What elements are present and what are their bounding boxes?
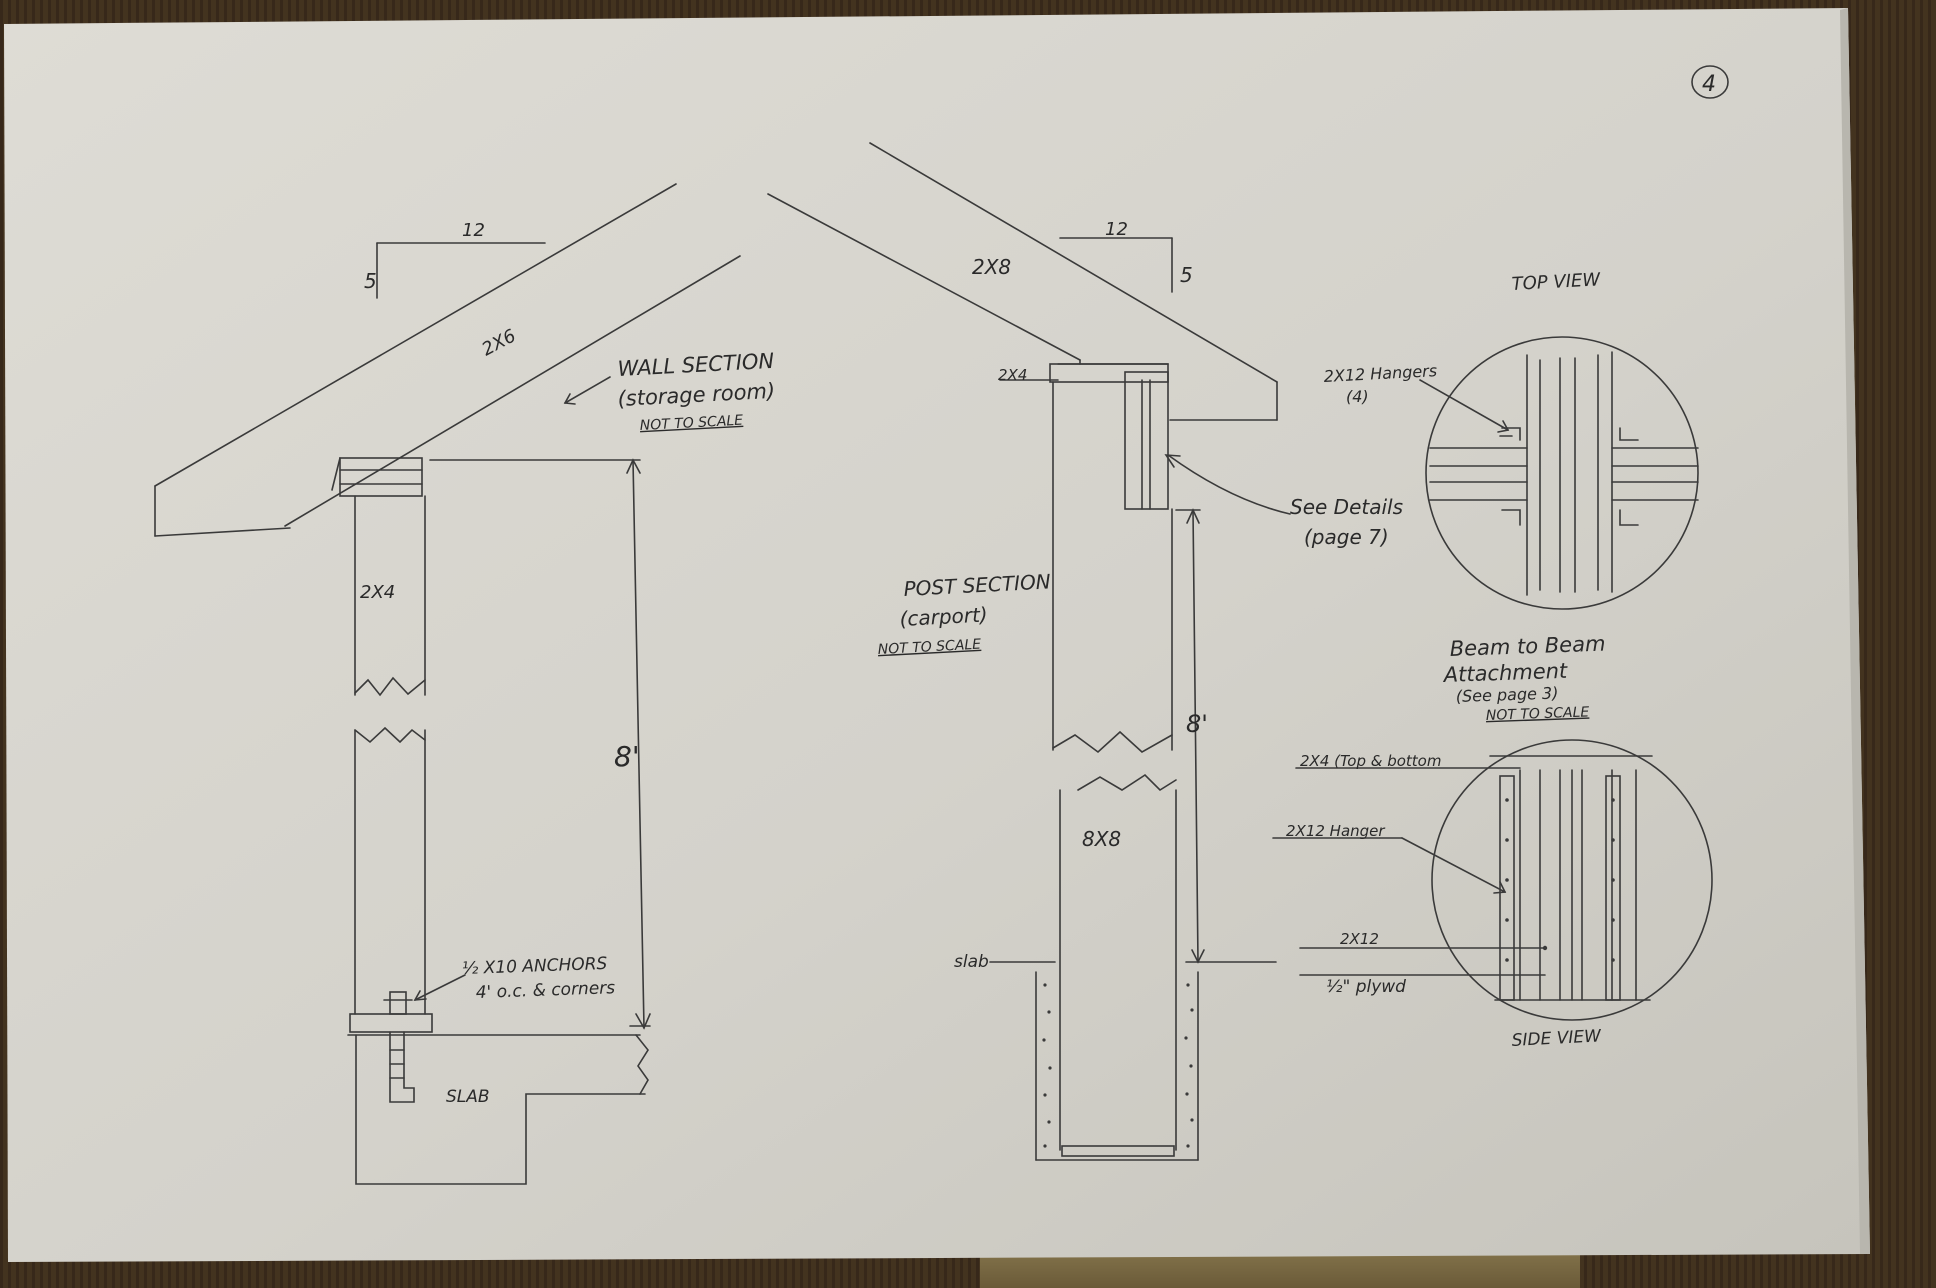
wall-scale-note: NOT TO SCALE	[639, 413, 743, 434]
top-view-title: TOP VIEW	[1511, 269, 1602, 295]
label-joist: 2X12	[1340, 930, 1379, 948]
post-height-label: 8'	[1186, 710, 1208, 738]
page-number-circle	[1691, 65, 1729, 99]
post-slab-label: slab	[954, 952, 989, 972]
post-scale-note: NOT TO SCALE	[877, 637, 981, 658]
side-view-title: SIDE VIEW	[1511, 1026, 1602, 1051]
label-hanger: 2X12 Hanger	[1286, 822, 1385, 840]
right-pitch-rise: 5	[1180, 263, 1193, 287]
left-pitch-run: 12	[462, 220, 485, 241]
drawing	[154, 65, 1729, 1185]
right-rafter-label: 2X8	[972, 255, 1011, 279]
top-view-hanger-line2: (4)	[1346, 387, 1369, 406]
post-section-subtitle: (carport)	[899, 602, 988, 631]
beam-detail-title-line3: (See page 3)	[1455, 683, 1558, 706]
top-view-drawing	[1419, 336, 1699, 610]
beam-detail-title-line1: Beam to Beam	[1449, 632, 1605, 661]
right-roof	[767, 142, 1278, 421]
wall-slab-label: SLAB	[446, 1087, 490, 1107]
details-note-line1: See Details	[1290, 495, 1403, 519]
nail-dots	[1505, 798, 1615, 962]
side-view-drawing	[1272, 739, 1713, 1021]
wall-section-drawing	[331, 376, 651, 1185]
beam-detail-title-line2: Attachment	[1441, 659, 1568, 687]
wall-stud-label: 2X4	[360, 582, 395, 603]
left-pitch-rise: 5	[364, 269, 377, 293]
paper-edge-shadow	[1840, 8, 1870, 1254]
concrete-speckle	[1042, 983, 1194, 1148]
post-section-drawing	[989, 363, 1291, 1161]
post-size-label: 8X8	[1082, 827, 1121, 851]
right-pitch-run: 12	[1105, 219, 1128, 240]
details-note-line2: (page 7)	[1304, 525, 1389, 549]
post-top-plate-label: 2X4	[998, 366, 1027, 384]
label-top-bottom-plate: 2X4 (Top & bottom	[1300, 752, 1441, 770]
beam-detail-scale-note: NOT TO SCALE	[1486, 704, 1590, 724]
left-roof	[154, 183, 741, 537]
wall-height-label: 8'	[614, 740, 640, 773]
anchor-note-line2: 4' o.c. & corners	[475, 978, 615, 1003]
label-plywood: ½" plywd	[1326, 977, 1406, 997]
page-number: 4	[1702, 72, 1716, 97]
